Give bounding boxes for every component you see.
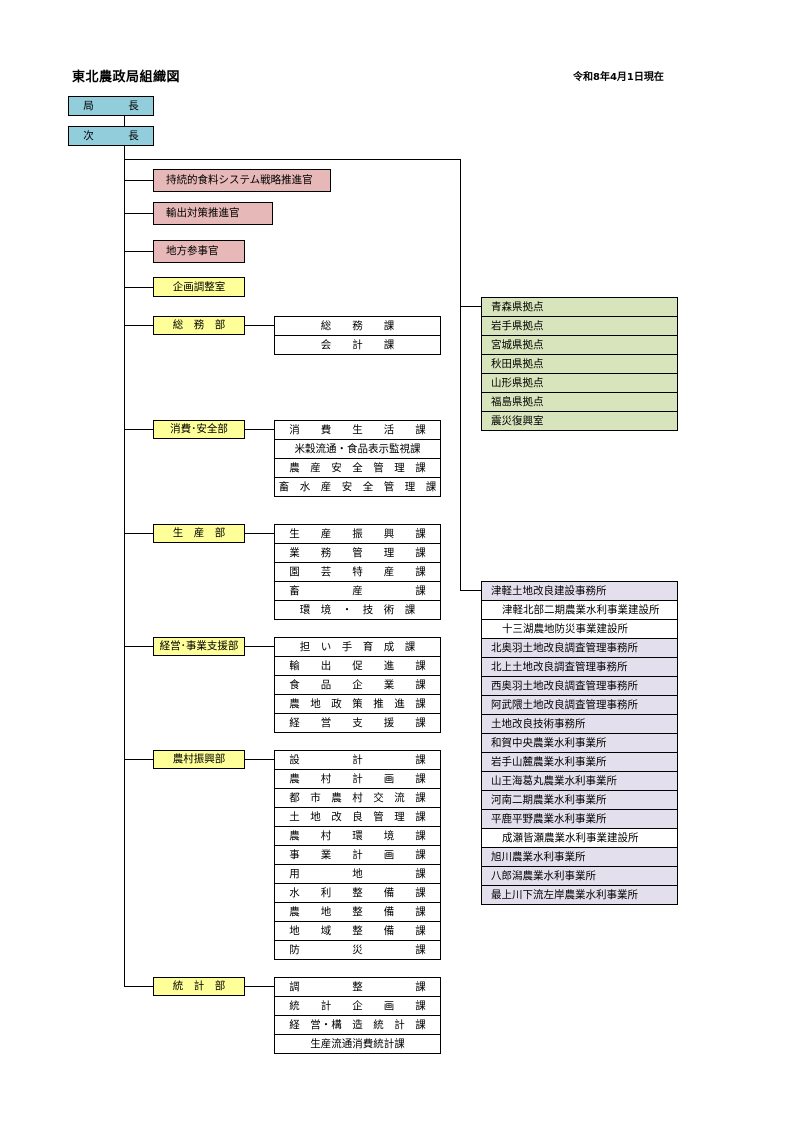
section-item: 農 地 整 備 課 — [274, 903, 441, 922]
as-of-date: 令和8年4月1日現在 — [573, 72, 664, 83]
statistics-dept-box: 統 計 部 — [153, 977, 245, 996]
section-item: 食 品 企 業 課 — [274, 676, 441, 695]
connector-staff-4 — [124, 287, 153, 288]
section-item: 用 地 課 — [274, 865, 441, 884]
office-item: 平鹿平野農業水利事業所 — [481, 810, 678, 829]
sustainable-food-officer-box: 持続的食料システム戦略推進官 — [153, 169, 331, 192]
section-item: 環 境 ・ 技 術 課 — [274, 601, 441, 620]
connector-right-trunk — [460, 159, 461, 591]
director-box: 局 長 — [68, 96, 154, 116]
section-item: 会 計 課 — [274, 336, 441, 355]
office-item: 山王海葛丸農業水利事業所 — [481, 772, 678, 791]
section-item: 調 整 課 — [274, 977, 441, 997]
base-item: 福島県拠点 — [481, 393, 678, 412]
section-item: 畜 水 産 安 全 管 理 課 — [274, 478, 441, 497]
connector-dept-1 — [124, 325, 153, 326]
connector-sections-5 — [245, 759, 274, 760]
chart-title: 東北農政局組織図 — [72, 70, 181, 85]
office-item: 旭川農業水利事業所 — [481, 848, 678, 867]
section-item: 事 業 計 画 課 — [274, 846, 441, 865]
connector-right-branch — [124, 159, 461, 160]
section-item: 防 災 課 — [274, 941, 441, 960]
section-item: 都 市 農 村 交 流 課 — [274, 789, 441, 808]
connector-sections-6 — [245, 986, 274, 987]
connector-sections-1 — [245, 325, 274, 326]
section-item: 統 計 企 画 課 — [274, 997, 441, 1016]
connector-to-offices — [460, 590, 481, 591]
office-item: 最上川下流左岸農業水利事業所 — [481, 886, 678, 905]
base-item: 山形県拠点 — [481, 374, 678, 393]
regional-counselor-box: 地方参事官 — [153, 240, 245, 263]
base-item: 岩手県拠点 — [481, 317, 678, 336]
office-item: 西奥羽土地改良調査管理事務所 — [481, 677, 678, 696]
rural-development-dept-box: 農村振興部 — [153, 750, 245, 769]
section-item: 担 い 手 育 成 課 — [274, 637, 441, 657]
office-item: 北奥羽土地改良調査管理事務所 — [481, 639, 678, 658]
connector-staff-1 — [124, 180, 153, 181]
section-item: 消 費 生 活 課 — [274, 420, 441, 440]
office-item: 成瀬皆瀬農業水利事業建設所 — [481, 829, 678, 848]
consumer-safety-dept-box: 消費･安全部 — [153, 420, 245, 439]
section-item: 設 計 課 — [274, 750, 441, 770]
base-item: 宮城県拠点 — [481, 336, 678, 355]
section-item: 総 務 課 — [274, 316, 441, 336]
section-item: 経 営 支 援 課 — [274, 714, 441, 733]
connector-dept-2 — [124, 429, 153, 430]
section-item: 農 村 環 境 課 — [274, 827, 441, 846]
section-item: 生 産 振 興 課 — [274, 524, 441, 544]
connector-dept-5 — [124, 759, 153, 760]
connector-sections-2 — [245, 429, 274, 430]
section-item: 農 産 安 全 管 理 課 — [274, 459, 441, 478]
base-item: 震災復興室 — [481, 412, 678, 431]
business-support-dept-box: 経営･事業支援部 — [153, 637, 245, 656]
general-affairs-dept-box: 総 務 部 — [153, 316, 245, 335]
connector-sections-4 — [245, 646, 274, 647]
office-item: 八郎潟農業水利事業所 — [481, 867, 678, 886]
office-item: 北上土地改良調査管理事務所 — [481, 658, 678, 677]
connector-top — [124, 115, 125, 126]
section-item: 米穀流通・食品表示監視課 — [274, 440, 441, 459]
base-item: 青森県拠点 — [481, 297, 678, 317]
section-item: 園 芸 特 産 課 — [274, 563, 441, 582]
connector-dept-4 — [124, 646, 153, 647]
office-item: 和賀中央農業水利事業所 — [481, 734, 678, 753]
connector-dept-6 — [124, 986, 153, 987]
office-item: 土地改良技術事務所 — [481, 715, 678, 734]
connector-trunk — [124, 145, 125, 987]
planning-office-box: 企画調整室 — [153, 277, 245, 297]
office-item: 津軽北部二期農業水利事業建設所 — [481, 601, 678, 620]
section-item: 生産流通消費統計課 — [274, 1035, 441, 1054]
office-item: 十三湖農地防災事業建設所 — [481, 620, 678, 639]
base-item: 秋田県拠点 — [481, 355, 678, 374]
section-item: 輸 出 促 進 課 — [274, 657, 441, 676]
connector-staff-2 — [124, 213, 153, 214]
section-item: 農 地 政 策 推 進 課 — [274, 695, 441, 714]
connector-sections-3 — [245, 533, 274, 534]
section-item: 畜 産 課 — [274, 582, 441, 601]
export-promotion-officer-box: 輸出対策推進官 — [153, 202, 273, 225]
connector-to-bases — [460, 306, 481, 307]
connector-staff-3 — [124, 251, 153, 252]
section-item: 農 村 計 画 課 — [274, 770, 441, 789]
office-item: 阿武隈土地改良調査管理事務所 — [481, 696, 678, 715]
section-item: 業 務 管 理 課 — [274, 544, 441, 563]
office-item: 津軽土地改良建設事務所 — [481, 581, 678, 601]
section-item: 地 域 整 備 課 — [274, 922, 441, 941]
office-item: 河南二期農業水利事業所 — [481, 791, 678, 810]
section-item: 土 地 改 良 管 理 課 — [274, 808, 441, 827]
production-dept-box: 生 産 部 — [153, 524, 245, 543]
section-item: 水 利 整 備 課 — [274, 884, 441, 903]
section-item: 経 営・構 造 統 計 課 — [274, 1016, 441, 1035]
deputy-director-box: 次 長 — [68, 126, 154, 146]
office-item: 岩手山麓農業水利事業所 — [481, 753, 678, 772]
connector-dept-3 — [124, 533, 153, 534]
